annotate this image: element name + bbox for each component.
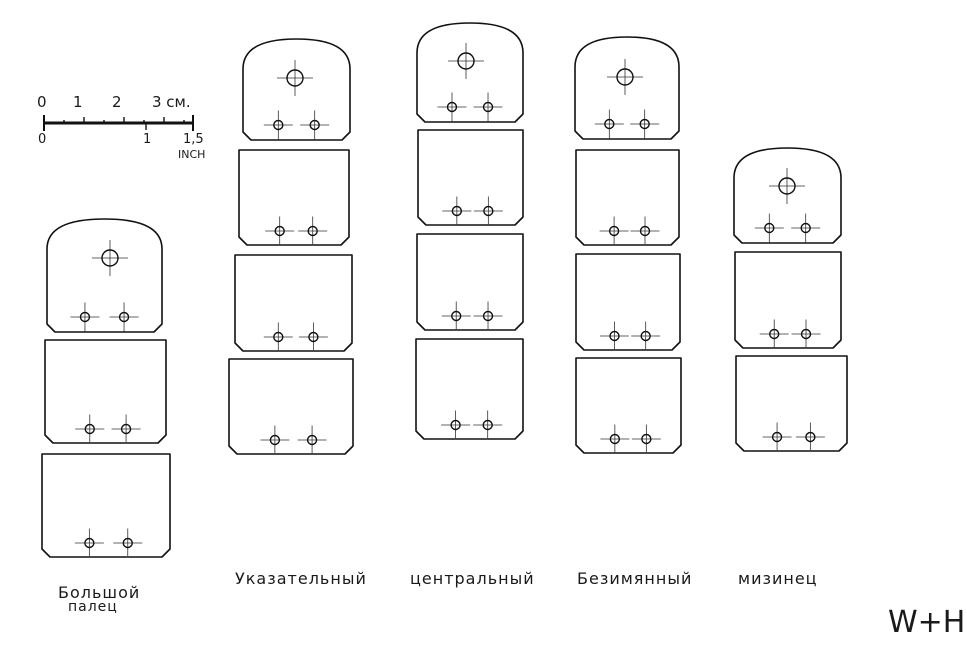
inch-label-0: 0: [38, 132, 46, 147]
finger-segment: [228, 358, 354, 455]
pivot-hole: [101, 249, 119, 267]
rivet-hole: [609, 433, 621, 445]
rivet-hole: [639, 118, 650, 130]
finger-column-pinky: [733, 147, 848, 452]
pivot-hole: [616, 68, 634, 86]
rivet-hole: [450, 419, 461, 431]
rivet-hole: [609, 330, 620, 342]
rivet-hole: [482, 101, 494, 113]
signature: W+H: [888, 605, 965, 640]
inch-unit-label: INCH: [178, 148, 205, 161]
rivet-hole: [309, 119, 320, 131]
rivet-hole: [120, 423, 132, 435]
rivet-hole: [118, 311, 130, 323]
rivet-hole: [308, 331, 319, 343]
rivet-hole: [800, 222, 811, 234]
finger-segment: [575, 357, 682, 454]
pivot-hole: [457, 52, 475, 70]
finger-label-ring: Безимянный: [577, 569, 692, 588]
ruler-ticks: [43, 117, 185, 130]
finger-segment: [44, 339, 167, 444]
rivet-hole: [451, 310, 462, 322]
finger-label-thumb: Большой: [58, 583, 140, 602]
finger-label-thumb-line2: палец: [68, 599, 118, 615]
rivet-hole: [640, 330, 651, 342]
fingertip-segment: [574, 36, 680, 140]
finger-segment: [238, 149, 350, 246]
cm-label-1: 1: [73, 93, 83, 111]
rivet-hole: [122, 537, 133, 549]
finger-segment: [734, 251, 842, 349]
rivet-hole: [641, 433, 652, 445]
finger-segment: [575, 253, 681, 351]
rivet-hole: [273, 331, 284, 343]
rivet-hole: [482, 310, 494, 322]
rivet-hole: [451, 205, 463, 217]
cm-label-2: 2: [112, 93, 122, 111]
finger-label-index: Указательный: [235, 569, 367, 588]
scale-ruler: 0 1 2 3 см. 0 1 1,5 INCH: [37, 93, 205, 161]
finger-label-middle: центральный: [410, 569, 535, 588]
rivet-hole: [483, 205, 494, 217]
finger-segment: [41, 453, 171, 558]
rivet-hole: [764, 222, 775, 234]
rivet-hole: [800, 328, 812, 340]
finger-segment: [575, 149, 680, 246]
pivot-hole: [778, 177, 796, 195]
rivet-hole: [608, 225, 620, 237]
fingertip-segment: [242, 38, 351, 141]
rivet-hole: [274, 225, 285, 237]
rivet-hole: [639, 225, 651, 237]
finger-segment: [735, 355, 848, 452]
cm-label-0: 0: [37, 93, 47, 111]
fingertip-segment: [416, 22, 524, 123]
rivet-hole: [769, 328, 780, 340]
rivet-hole: [482, 419, 493, 431]
rivet-hole: [84, 537, 95, 549]
finger-label-pinky: мизинец: [738, 569, 818, 588]
rivet-hole: [84, 423, 95, 435]
finger-column-ring: [574, 36, 682, 454]
rivet-hole: [604, 118, 615, 130]
inch-label-1: 1: [143, 132, 151, 147]
fingertip-segment: [733, 147, 842, 244]
finger-column-index: [228, 38, 354, 455]
rivet-hole: [306, 434, 318, 446]
cm-label-3: 3 см.: [152, 93, 191, 111]
rivet-hole: [446, 101, 458, 113]
rivet-hole: [79, 311, 91, 323]
finger-segment: [417, 129, 524, 226]
rivet-hole: [771, 431, 783, 443]
finger-column-thumb: [41, 218, 171, 558]
finger-column-middle: [415, 22, 524, 440]
inch-label-15: 1,5: [183, 132, 204, 147]
rivet-hole: [805, 431, 816, 443]
finger-segment: [416, 233, 524, 331]
rivet-hole: [273, 119, 284, 131]
finger-segment: [415, 338, 524, 440]
rivet-hole: [269, 434, 281, 446]
fingertip-segment: [46, 218, 163, 333]
rivet-hole: [307, 225, 318, 237]
finger-segment: [234, 254, 353, 352]
finger-columns: [41, 22, 848, 558]
pivot-hole: [286, 69, 304, 87]
